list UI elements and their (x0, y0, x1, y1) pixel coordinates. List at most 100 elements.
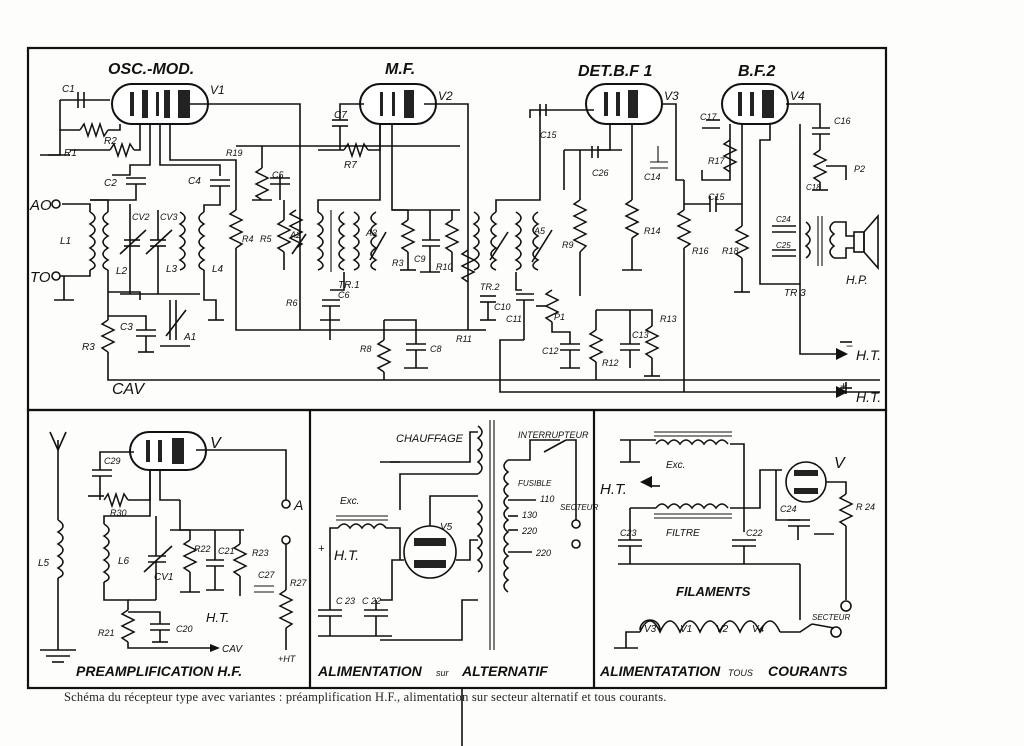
comp-r21: R21 (98, 628, 115, 638)
preamp-tube-label: V (210, 435, 222, 452)
alim-alt-tube: V5 (440, 522, 453, 533)
preamp-terminal-a: A (293, 497, 303, 513)
comp-l4: L4 (212, 264, 224, 275)
figure-caption: Schéma du récepteur type avec variantes … (64, 690, 667, 704)
comp-c9: C9 (414, 254, 426, 264)
comp-c12: C12 (542, 346, 559, 356)
preamp-title: PREAMPLIFICATION H.F. (76, 663, 242, 679)
alim-alt-c22: C 22 (362, 596, 381, 606)
comp-r16: R16 (692, 246, 709, 256)
tube-v4-label: V4 (790, 89, 805, 103)
tube-v3: V3 (585, 83, 679, 125)
comp-c2: C2 (104, 178, 117, 189)
comp-cv3: CV3 (160, 212, 178, 222)
filtre-label: FILTRE (666, 528, 700, 539)
comp-c1: C1 (62, 84, 75, 95)
tube-v3-label: V3 (664, 89, 679, 103)
comp-c13: C13 (632, 330, 649, 340)
voltage-220a: 220 (521, 526, 537, 536)
section-frames (26, 46, 888, 746)
secteur-label: SECTEUR (560, 503, 598, 512)
comp-tr1: TR.1 (338, 280, 360, 291)
comp-l3: L3 (166, 264, 178, 275)
ht-plus-sign: + (840, 379, 847, 393)
tc-ht-label: H.T. (600, 481, 627, 498)
comp-p2: P2 (854, 164, 865, 174)
preamp-cav-label: CAV (222, 644, 243, 655)
input-to: TO (30, 269, 51, 286)
comp-c7: C7 (334, 110, 347, 121)
comp-r19: R19 (226, 148, 243, 158)
comp-a2: A2 (289, 230, 301, 240)
filament-v3: V3 (644, 624, 657, 635)
preamp-ht-label: H.T. (206, 610, 229, 625)
comp-c20: C20 (176, 624, 193, 634)
alim-tous-courants-section: Exc. H.T. FILTRE C23 C22 V R 24 (599, 431, 875, 679)
preamp-section: V A (38, 431, 308, 679)
interrupteur-label: INTERRUPTEUR (518, 430, 589, 440)
alim-tc-title-right: COURANTS (768, 663, 848, 679)
voltage-130: 130 (522, 510, 537, 520)
comp-r4: R4 (242, 234, 254, 244)
voltage-110: 110 (540, 494, 554, 504)
stage-title-bf2: B.F.2 (738, 63, 775, 80)
alim-alt-title-right: ALTERNATIF (461, 663, 548, 679)
comp-r1: R1 (64, 148, 77, 159)
comp-r18: R18 (722, 246, 739, 256)
comp-c11: C11 (506, 314, 522, 324)
cav-label: CAV (112, 381, 145, 398)
comp-c16: C16 (834, 116, 851, 126)
comp-c17: C17 (700, 112, 718, 122)
comp-c26: C26 (592, 168, 609, 178)
svg-text:+: + (318, 543, 325, 555)
filament-v4: V4 (752, 624, 765, 635)
comp-p1: P1 (554, 312, 565, 322)
stage-title-osc-mod: OSC.-MOD. (108, 61, 194, 78)
tc-c23: C23 (620, 528, 637, 538)
comp-r3: R3 (82, 342, 95, 353)
ht-plus-label: H.T. (856, 389, 881, 405)
comp-c3: C3 (120, 322, 133, 333)
comp-r22: R22 (194, 544, 211, 554)
comp-r30: R30 (110, 508, 127, 518)
alim-alt-title-left: ALIMENTATION (317, 663, 423, 679)
main-wiring (40, 92, 880, 398)
stage-title-mf: M.F. (385, 61, 415, 78)
preamp-ht-plus: +HT (278, 654, 297, 664)
chauffage-label: CHAUFFAGE (396, 433, 464, 445)
alim-tc-title-left: ALIMENTATATION (599, 663, 721, 679)
tc-excit-label: Exc. (666, 460, 685, 471)
speaker-label: H.P. (846, 273, 868, 287)
tube-v2-label: V2 (438, 89, 453, 103)
tube-v2: V2 (359, 83, 453, 125)
comp-r27: R27 (290, 578, 308, 588)
main-labels: AO TO CAV H.T. H.T. − + H.P. TR 3 C1 R1 … (29, 84, 881, 405)
tc-r24: R 24 (856, 502, 875, 512)
comp-c21: C21 (218, 546, 235, 556)
tube-v1: V1 (111, 83, 225, 125)
comp-l1: L1 (60, 236, 71, 247)
tc-c24: C24 (780, 504, 797, 514)
comp-c8: C8 (430, 344, 442, 354)
comp-cv1: CV1 (154, 572, 173, 583)
filament-v1: V1 (680, 624, 692, 635)
comp-c29: C29 (104, 456, 121, 466)
main-receiver-section: OSC.-MOD. M.F. DET.B.F 1 B.F.2 V1 V2 (29, 61, 881, 405)
comp-c27: C27 (258, 570, 276, 580)
comp-r10: R10 (436, 262, 453, 272)
tc-c22: C22 (746, 528, 763, 538)
ht-minus-label: H.T. (856, 347, 881, 363)
comp-r13: R13 (660, 314, 677, 324)
comp-r8: R8 (360, 344, 372, 354)
tc-tube-label: V (834, 455, 846, 472)
tr3-label: TR 3 (784, 288, 806, 299)
comp-c14: C14 (644, 172, 661, 182)
comp-r7: R7 (344, 160, 357, 171)
comp-c15b: C15 (708, 192, 726, 202)
comp-cv2: CV2 (132, 212, 150, 222)
filaments-label: FILAMENTS (676, 584, 751, 599)
comp-c10: C10 (494, 302, 511, 312)
comp-r9: R9 (562, 240, 574, 250)
comp-r3b: R3 (392, 258, 404, 268)
